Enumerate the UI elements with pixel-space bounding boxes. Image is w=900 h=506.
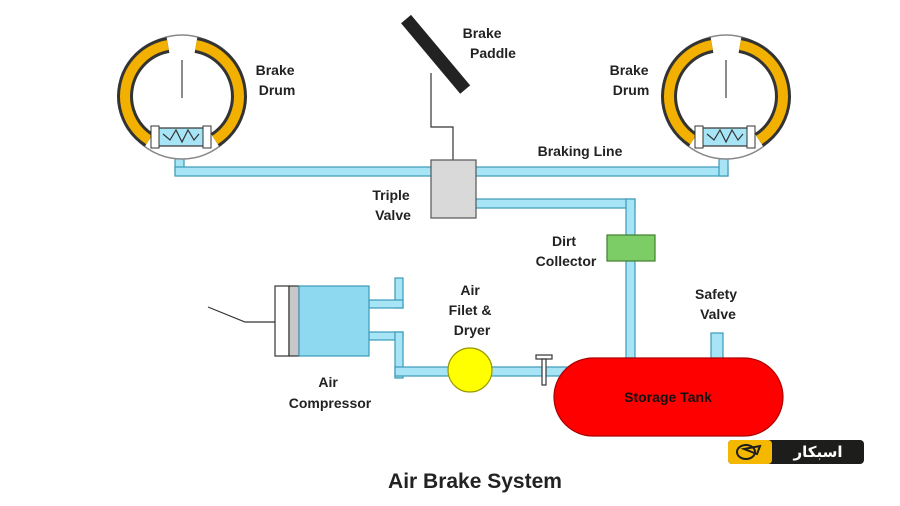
drain-cock bbox=[535, 354, 553, 386]
label-dirt-collector-l1: Dirt bbox=[552, 233, 576, 249]
label-brake-drum-left-l2: Drum bbox=[259, 82, 296, 98]
air-compressor bbox=[207, 285, 370, 357]
pipe-valve-tank-vertical bbox=[625, 198, 636, 359]
brake-pedal-bar bbox=[401, 14, 471, 94]
drum-left-shoe-right-fill bbox=[194, 40, 244, 145]
label-air-filter-dryer-l2: Filet & bbox=[449, 302, 492, 318]
pipe-safety-valve bbox=[710, 332, 724, 362]
drum-right-cylinder bbox=[700, 127, 750, 147]
brake-pedal-linkage bbox=[430, 73, 454, 160]
label-triple-valve-l1: Triple bbox=[372, 187, 410, 203]
label-brake-pedal: Brake Paddle bbox=[463, 25, 517, 61]
compressor-cylinder bbox=[298, 285, 370, 357]
brake-drum-left bbox=[117, 34, 247, 160]
label-brake-drum-left: Brake Drum bbox=[256, 62, 299, 98]
drum-right-shoe-left-fill bbox=[664, 40, 714, 145]
pipe-compressor-top bbox=[368, 299, 404, 309]
label-safety-valve-l1: Safety bbox=[695, 286, 737, 302]
diagram-title: Air Brake System bbox=[388, 470, 562, 493]
drum-left-cylinder bbox=[156, 127, 206, 147]
drain-cock-handle bbox=[535, 354, 553, 360]
compressor-rod bbox=[207, 306, 275, 323]
label-triple-valve: Triple Valve bbox=[372, 187, 413, 223]
label-triple-valve-l2: Valve bbox=[375, 207, 411, 223]
drain-cock-stem bbox=[541, 358, 547, 386]
label-safety-valve: Safety Valve bbox=[695, 286, 741, 322]
compressor-piston-r bbox=[288, 285, 300, 357]
label-brake-pedal-l2: Paddle bbox=[470, 45, 516, 61]
label-air-compressor: Air Compressor bbox=[289, 374, 372, 411]
storage-tank bbox=[553, 357, 784, 437]
drum-left-spring bbox=[162, 128, 200, 144]
label-brake-pedal-l1: Brake bbox=[463, 25, 502, 41]
pipe-compressor-down bbox=[394, 331, 404, 379]
logo-text: اسبکار bbox=[792, 443, 842, 461]
label-brake-drum-right-l1: Brake bbox=[610, 62, 649, 78]
drum-right-cyl-cap-r bbox=[746, 125, 756, 149]
dirt-collector bbox=[606, 234, 656, 262]
triple-valve bbox=[430, 159, 477, 219]
label-braking-line: Braking Line bbox=[538, 143, 623, 159]
label-air-filter-dryer: Air Filet & Dryer bbox=[449, 282, 496, 338]
label-dirt-collector: Dirt Collector bbox=[536, 233, 597, 269]
drum-left-shoe-outer-fill bbox=[120, 40, 170, 145]
logo-mark-icon bbox=[736, 444, 762, 460]
label-air-filter-dryer-l3: Dryer bbox=[454, 322, 491, 338]
drum-left-cyl-cap-r bbox=[202, 125, 212, 149]
label-dirt-collector-l2: Collector bbox=[536, 253, 597, 269]
brand-logo: اسبکار bbox=[728, 440, 864, 464]
label-brake-drum-left-l1: Brake bbox=[256, 62, 295, 78]
brake-pedal bbox=[401, 14, 471, 160]
storage-tank-label: Storage Tank bbox=[624, 389, 712, 405]
label-brake-drum-right: Brake Drum bbox=[610, 62, 653, 98]
drum-right-spring bbox=[706, 128, 744, 144]
compressor-piston-l bbox=[274, 285, 290, 357]
label-brake-drum-right-l2: Drum bbox=[613, 82, 650, 98]
label-air-compressor-l2: Compressor bbox=[289, 395, 372, 411]
drum-left-cyl-cap-l bbox=[150, 125, 160, 149]
drum-right-cyl-cap-l bbox=[694, 125, 704, 149]
pipe-valve-tank-horizontal bbox=[474, 198, 636, 209]
drum-right-shoe-right-fill bbox=[738, 40, 788, 145]
label-safety-valve-l2: Valve bbox=[700, 306, 736, 322]
air-filter-dryer bbox=[447, 347, 493, 393]
label-air-compressor-l1: Air bbox=[318, 374, 338, 390]
brake-drum-right bbox=[661, 34, 791, 160]
label-air-filter-dryer-l1: Air bbox=[460, 282, 480, 298]
